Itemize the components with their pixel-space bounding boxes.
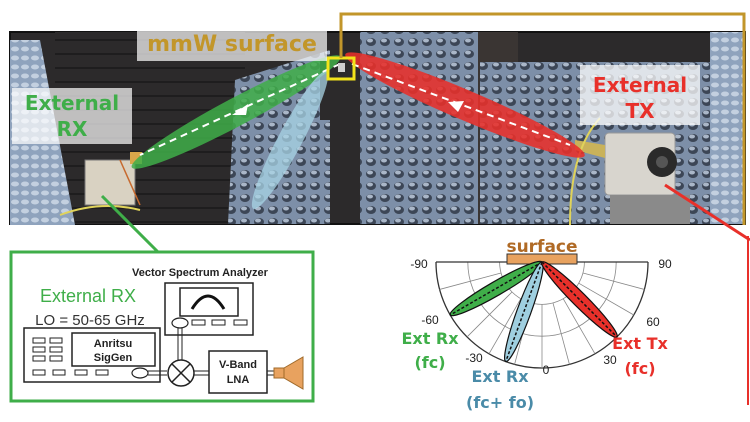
rx-mount [84, 159, 136, 206]
lna-line1: V-Band [219, 359, 257, 371]
tx-base [610, 195, 690, 224]
beam-label-rx-fcfo: Ext Rx [471, 367, 529, 386]
rx-beam-blue [251, 70, 329, 210]
polar-surface-label: surface [506, 237, 577, 257]
polar-spoke [562, 298, 596, 354]
tick-label-m30: -30 [465, 351, 483, 365]
tx-label-bg [580, 65, 700, 125]
polar-beam-axis-0 [449, 261, 543, 316]
siggen-line1: Anritsu [94, 338, 133, 350]
siggen-screen [71, 332, 156, 367]
tx-connector-line [664, 183, 750, 242]
polar-plot [435, 253, 649, 369]
polar-beam-axis-1 [505, 261, 543, 362]
vsa-port [171, 317, 189, 329]
surface-device [338, 63, 345, 72]
tx-arrowhead-icon [448, 101, 464, 112]
rx-cable [59, 205, 141, 216]
polar-spoke [578, 282, 634, 316]
tx-label-line1: External [593, 73, 687, 97]
right-edge-foam [710, 32, 745, 224]
vsa-label: Vector Spectrum Analyzer [132, 267, 269, 279]
tick-label-90: 90 [658, 257, 672, 271]
siggen-line2: SigGen [94, 352, 133, 364]
lo-text: LO = 50-65 GHz [35, 312, 145, 329]
tx-label-line2: TX [625, 99, 655, 123]
schematic-title: External RX [40, 286, 136, 306]
beam-label-tx-fc: Ext Tx [612, 334, 668, 353]
rx-hardware [59, 152, 142, 216]
surface-label-bg [137, 25, 327, 61]
siggen-port [131, 367, 149, 379]
horn-antenna-icon [283, 356, 304, 390]
tick-label-60: 60 [646, 315, 660, 329]
beam-label-rx-fc: Ext Rx [401, 329, 459, 348]
siggen-buttons [32, 337, 109, 376]
vsa-screen [179, 287, 239, 317]
rx-schematic: Vector Spectrum Analyzer External RX LO … [9, 250, 315, 403]
beam-sub-tx-fc: (fc) [624, 359, 655, 378]
tx-hardware [569, 117, 690, 226]
tick-label-m60: -60 [421, 313, 439, 327]
polar-spoke [488, 298, 522, 354]
tick-label-0: 0 [543, 363, 550, 377]
polar-spoke [582, 272, 645, 290]
lna-line2: LNA [227, 374, 250, 386]
polar-spoke [439, 272, 502, 290]
polar-spoke [552, 302, 570, 365]
rx-label-line2: RX [57, 117, 88, 141]
horn-feed [273, 367, 285, 379]
rx-arrowhead-icon [232, 104, 248, 115]
photo-panel: mmW surface External RX External TX [9, 25, 746, 226]
rx-connector-line [100, 194, 160, 254]
polar-beam-axis-2 [541, 261, 618, 338]
spectrum-icon [190, 294, 226, 310]
beam-sub-rx-fc: (fc) [414, 353, 445, 372]
tick-label-30: 30 [603, 353, 617, 367]
surface-label: mmW surface [147, 32, 317, 57]
surface-connector-line [339, 12, 746, 225]
tx-cable [569, 117, 601, 226]
tick-label-m90: -90 [410, 257, 428, 271]
rx-label-line1: External [25, 91, 119, 115]
tx-path-arrow [351, 63, 571, 146]
lna-box [208, 350, 268, 394]
polar-spoke [466, 291, 513, 338]
beam-sub-rx-fcfo: (fc+ fo) [466, 393, 534, 412]
rx-label-bg [12, 88, 132, 144]
